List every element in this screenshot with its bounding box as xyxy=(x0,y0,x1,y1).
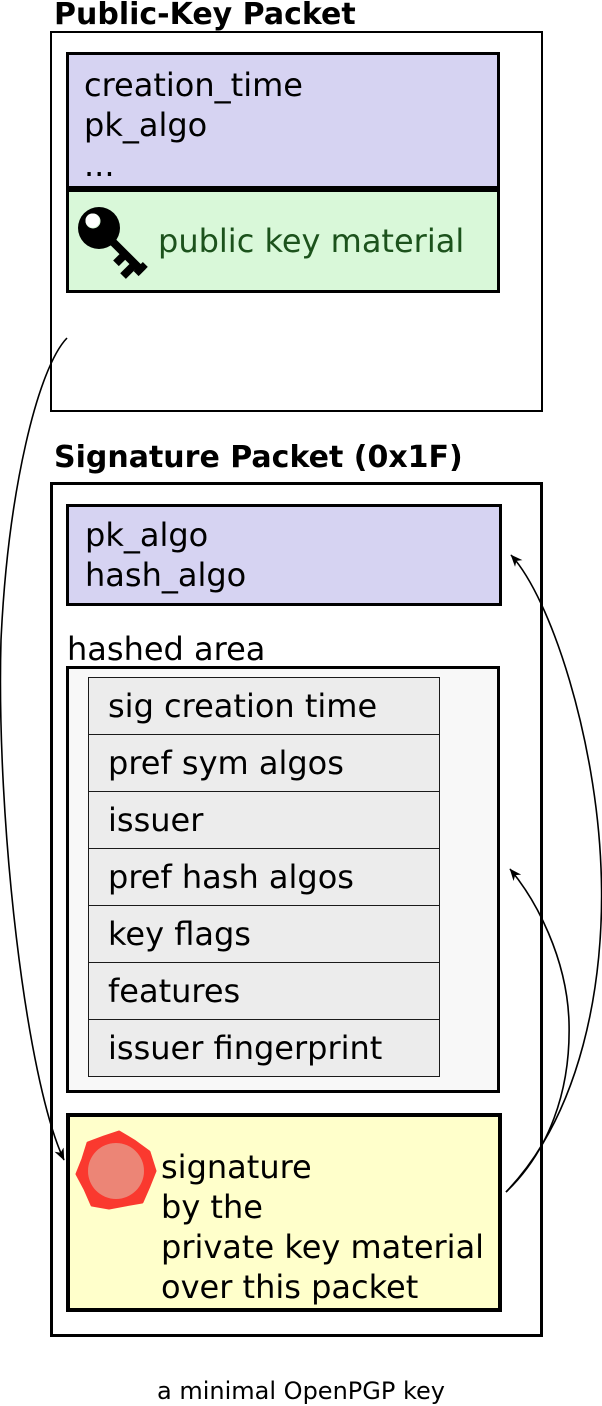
pubkey-packet-title: Public-Key Packet xyxy=(54,0,356,32)
subpacket-key-flags: key flags xyxy=(89,906,439,963)
subpacket-pref-hash-algos: pref hash algos xyxy=(89,849,439,906)
signature-algo-fields-box: pk_algo hash_algo xyxy=(66,504,502,606)
pubkey-field-creation-time: creation_time xyxy=(84,66,303,104)
subpacket-issuer: issuer xyxy=(89,792,439,849)
subpacket-issuer-fingerprint: issuer fingerprint xyxy=(89,1020,439,1076)
subpacket-sig-creation-time: sig creation time xyxy=(89,678,439,735)
hashed-area-label: hashed area xyxy=(67,630,266,668)
signature-value-box: signature by the private key material ov… xyxy=(66,1113,502,1312)
subpacket-pref-sym-algos: pref sym algos xyxy=(89,735,439,792)
sig-field-hash-algo: hash_algo xyxy=(85,556,247,594)
subpacket-features: features xyxy=(89,963,439,1020)
pubkey-field-ellipsis: ... xyxy=(84,146,115,184)
public-key-material-box: public key material xyxy=(66,189,500,293)
subpacket-table: sig creation time pref sym algos issuer … xyxy=(88,677,440,1077)
key-icon xyxy=(75,202,155,286)
signature-description: signature by the private key material ov… xyxy=(161,1147,484,1307)
pubkey-field-pk-algo: pk_algo xyxy=(84,106,208,144)
pubkey-header-fields-box: creation_time pk_algo ... xyxy=(66,52,500,189)
signature-line-3: private key material xyxy=(161,1228,485,1266)
wax-seal-icon xyxy=(73,1125,161,1215)
diagram-caption: a minimal OpenPGP key xyxy=(157,1377,445,1405)
signature-packet-title: Signature Packet (0x1F) xyxy=(54,440,463,475)
signature-line-1: signature xyxy=(161,1148,312,1186)
public-key-material-label: public key material xyxy=(158,222,465,260)
signature-line-2: by the xyxy=(161,1188,263,1226)
sig-field-pk-algo: pk_algo xyxy=(85,516,209,554)
signature-line-4: over this packet xyxy=(161,1268,419,1306)
